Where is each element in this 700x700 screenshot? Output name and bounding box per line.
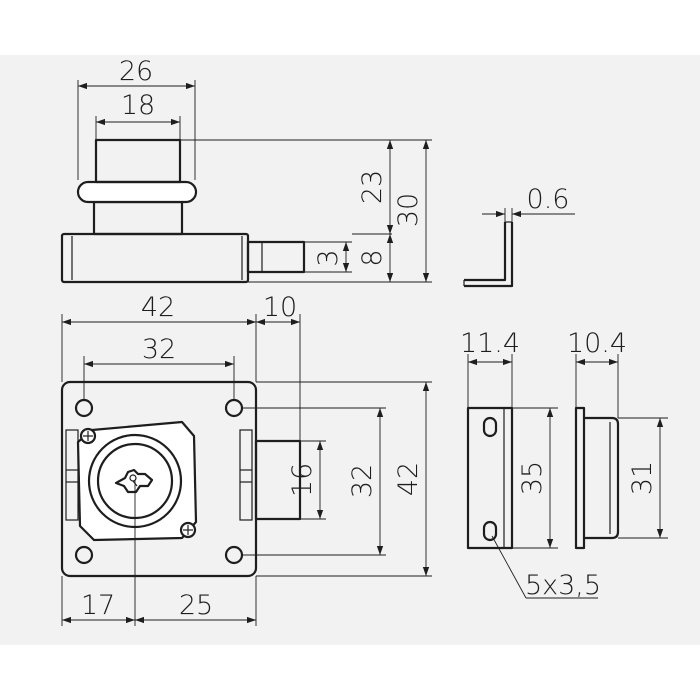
dim-30-label: 30 [393, 193, 424, 227]
dim-3-label: 3 [313, 249, 344, 266]
cylinder-neck [92, 200, 184, 236]
plate-profile: 0.6 [463, 184, 575, 288]
mounting-hole-icon [74, 545, 94, 565]
dim-16-label: 16 [287, 463, 318, 497]
dim-8-label: 8 [357, 249, 388, 266]
mounting-hole-icon [74, 398, 94, 418]
screw-icon [179, 521, 197, 539]
dim-25-label: 25 [179, 590, 213, 621]
slot-hole-icon [482, 520, 498, 542]
dim-10-label: 10 [263, 292, 297, 323]
cylinder-flange [76, 180, 198, 204]
dim-17-label: 17 [81, 590, 115, 621]
side-view: 26 18 23 30 8 3 [60, 56, 432, 284]
dim-18-label: 18 [121, 90, 155, 121]
bolt-side [246, 240, 306, 274]
dim-42-width-label: 42 [141, 292, 175, 323]
dim-23-label: 23 [357, 170, 388, 204]
dim-10-4-label: 10.4 [567, 328, 627, 359]
screw-icon [79, 427, 97, 445]
lock-body-side [60, 232, 250, 284]
dim-42-height-label: 42 [393, 462, 424, 496]
slot-hole-icon [482, 416, 498, 438]
dim-11-4-label: 11.4 [460, 328, 520, 359]
dim-32-hole-label: 32 [142, 334, 176, 365]
dim-0-6-label: 0.6 [527, 184, 570, 215]
strike-box-cup [584, 416, 620, 540]
cylinder-head [94, 138, 182, 184]
strike-box-flange [574, 406, 586, 550]
dim-35-label: 35 [517, 461, 548, 495]
mounting-hole-icon [224, 398, 244, 418]
strike-plate-box: 10.4 31 [567, 328, 668, 550]
bolt-front [254, 439, 302, 521]
strike-plate-body [466, 406, 514, 550]
front-view: 42 10 32 16 32 42 17 25 [60, 292, 432, 626]
hole-size-note: 5x3,5 [525, 570, 601, 601]
dim-26-label: 26 [119, 56, 153, 87]
mounting-hole-icon [224, 545, 244, 565]
dim-32-vertical-label: 32 [347, 464, 378, 498]
dim-31-label: 31 [627, 461, 658, 495]
strike-plate-flat: 11.4 35 5x3,5 [460, 328, 601, 601]
